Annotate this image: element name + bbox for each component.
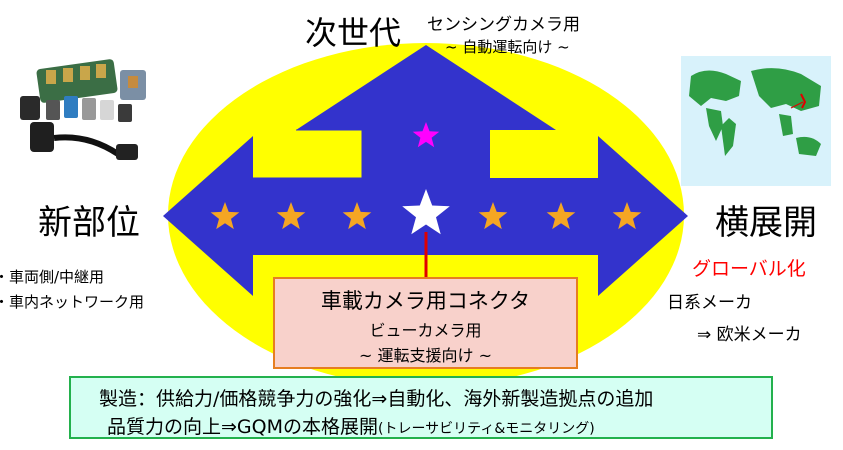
view-camera-label: ビューカメラ用: [369, 321, 482, 340]
quality-note-text: (トレーサビリティ&モニタリング): [378, 421, 595, 437]
gold-star: [478, 202, 508, 230]
manufacturing-box: 製造：供給力/価格競争力の強化⇒自動化、海外新製造拠点の追加 品質力の向上⇒GQ…: [69, 376, 773, 439]
gold-star: [342, 202, 372, 230]
camera-connector-box: 車載カメラ用コネクタ ビューカメラ用 ~ 運転支援向け ~: [273, 277, 578, 369]
quality-main-text: 品質力の向上⇒GQMの本格展開: [107, 416, 378, 438]
world-map-image: [681, 56, 831, 186]
new-area-item: ・車両側/中継用: [0, 268, 105, 286]
globalization-label: グローバル化: [692, 258, 806, 280]
japanese-makers-label: 日系メーカ: [667, 293, 752, 313]
three-way-arrow: [163, 45, 688, 296]
autonomous-driving-label: ~ 自動運転向け ~: [445, 38, 570, 56]
gold-star: [612, 202, 642, 230]
next-generation-title: 次世代: [305, 14, 402, 52]
white-center-star: [402, 189, 450, 235]
manufacturing-line-1: 製造：供給力/価格競争力の強化⇒自動化、海外新製造拠点の追加: [99, 388, 654, 410]
new-area-title: 新部位: [38, 203, 140, 243]
manufacturing-line-2: 品質力の向上⇒GQMの本格展開(トレーサビリティ&モニタリング): [107, 412, 595, 439]
driver-assist-label: ~ 運転支援向け ~: [359, 346, 492, 365]
gold-star: [210, 202, 240, 230]
sensing-camera-label: センシングカメラ用: [427, 15, 580, 35]
arrow-inner-notch-left: [253, 129, 363, 179]
connector-products-photo: [20, 59, 146, 160]
new-area-item: ・車内ネットワーク用: [0, 293, 145, 311]
camera-connector-title: 車載カメラ用コネクタ: [320, 289, 531, 313]
gold-star: [546, 202, 576, 230]
gold-star: [276, 202, 306, 230]
horizontal-expansion-title: 横展開: [715, 203, 817, 243]
magenta-star: [412, 122, 440, 148]
western-makers-label: ⇒ 欧米メーカ: [697, 325, 802, 345]
